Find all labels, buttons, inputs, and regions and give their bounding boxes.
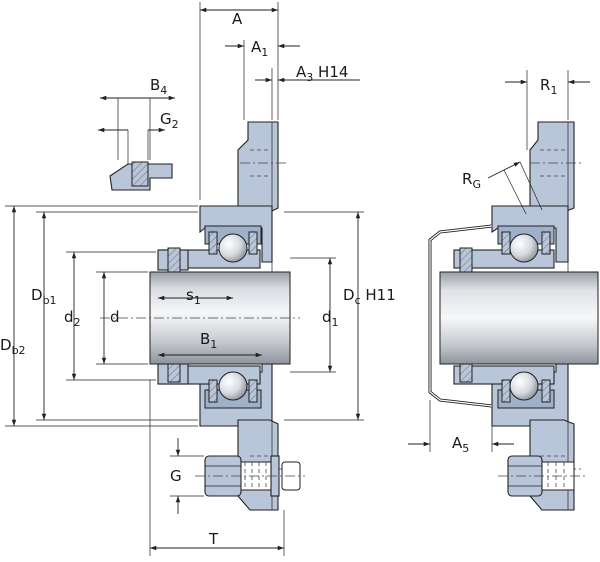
bearing-right bbox=[453, 225, 555, 409]
ball-bottom-right bbox=[509, 371, 539, 401]
label-G2: G2 bbox=[160, 110, 179, 131]
shaft-right bbox=[439, 271, 599, 365]
label-R1: R1 bbox=[540, 76, 557, 97]
label-A: A bbox=[232, 10, 243, 28]
label-s1: s1 bbox=[186, 286, 201, 307]
ball-top-right bbox=[509, 233, 539, 263]
label-B1: B1 bbox=[200, 330, 217, 351]
label-d1: d1 bbox=[322, 308, 339, 329]
label-Db1: Db1 bbox=[31, 286, 57, 307]
dimension-labels: A A1 A3 H14 B4 G2 Db1 Db2 d2 d s1 B1 d1 … bbox=[0, 10, 557, 548]
label-Dc: Dc H11 bbox=[343, 286, 396, 307]
label-A5: A5 bbox=[452, 434, 469, 455]
ball-top-left bbox=[218, 233, 248, 263]
label-T: T bbox=[208, 530, 219, 548]
label-A1: A1 bbox=[251, 38, 268, 59]
bolt bbox=[195, 455, 305, 497]
label-B4: B4 bbox=[150, 76, 167, 97]
bolt-right bbox=[498, 455, 588, 497]
ball-bottom-left bbox=[218, 371, 248, 401]
label-d: d bbox=[110, 308, 120, 326]
label-Db2: Db2 bbox=[0, 336, 26, 357]
detail-view bbox=[98, 95, 175, 191]
label-A3: A3 H14 bbox=[296, 63, 348, 84]
label-d2: d2 bbox=[64, 308, 81, 329]
bearing-left bbox=[157, 225, 262, 409]
label-RG: RG bbox=[462, 170, 481, 191]
label-G: G bbox=[170, 467, 182, 485]
dimensions-right bbox=[408, 70, 590, 452]
dimensions-left bbox=[5, 2, 364, 556]
